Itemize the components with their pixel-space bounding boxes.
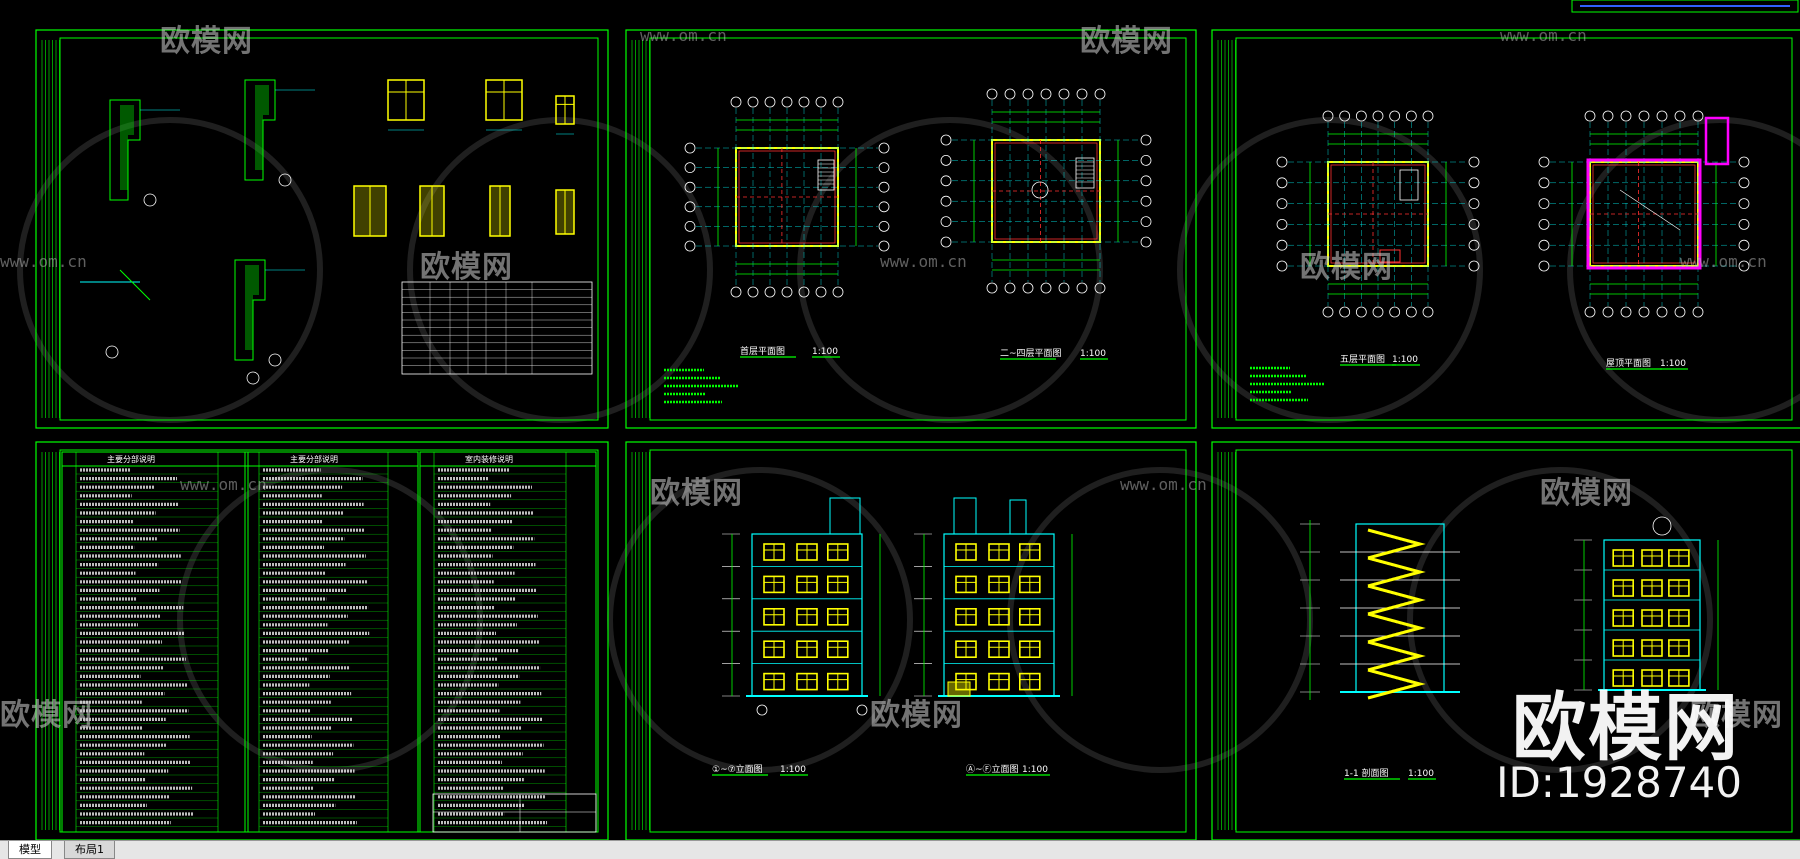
sheet-title-label: 屋顶平面图	[1606, 358, 1651, 369]
watermark-logo: 欧模网	[870, 698, 963, 733]
drawing-sheet	[35, 29, 609, 429]
watermark-id: ID:1928740	[1496, 758, 1742, 807]
sheet-title-label: 1-1 剖面图	[1344, 767, 1389, 779]
sheet-title-label: ①~⑦立面图	[712, 763, 763, 775]
notes-column-heading: 室内装修说明	[465, 454, 513, 464]
watermark-circle	[177, 467, 483, 773]
sheet-title-label: 首层平面图	[740, 345, 785, 357]
notes-column-heading: 主要分部说明	[290, 454, 338, 464]
sheet-title-label: Ⓐ~Ⓕ立面图	[966, 763, 1019, 775]
sheet-title-label: 五层平面图	[1340, 354, 1385, 365]
floor-plan	[684, 96, 890, 298]
drawing-sheet	[625, 29, 1197, 429]
watermark-url: www.om.cn	[180, 475, 267, 494]
watermark-url: www.om.cn	[0, 252, 87, 271]
watermark-url: www.om.cn	[1120, 475, 1207, 494]
cad-drawing: 主要分部说明 主要分部说明 室内装修说明 首层平面图 1:100 二~四层平面图 1:100…	[17, 0, 1800, 840]
floor-plan	[1538, 110, 1750, 318]
watermark-brand-large: 欧模网	[1512, 685, 1740, 771]
sheet-title-label: 1:100	[780, 765, 806, 775]
floor-plan	[940, 88, 1152, 294]
watermark-circle	[607, 467, 913, 773]
watermark-url: www.om.cn	[640, 26, 727, 45]
notes-column-heading: 主要分部说明	[107, 454, 155, 464]
elevation-drawing	[1574, 539, 1719, 691]
drawing-sheet	[35, 441, 609, 840]
watermark-url: www.om.cn	[880, 252, 967, 271]
watermark-logo: 欧模网	[1300, 250, 1393, 285]
model-space-viewport[interactable]: 主要分部说明 主要分部说明 室内装修说明 首层平面图 1:100 二~四层平面图 1:100…	[0, 0, 1800, 840]
drawing-sheet	[625, 441, 1197, 840]
watermark-url: www.om.cn	[1680, 252, 1767, 271]
watermark-logo: 欧模网	[160, 24, 253, 59]
sheet-title-label: 1:100	[1080, 349, 1106, 359]
watermark-circle	[1407, 467, 1713, 773]
details-sheet	[80, 79, 593, 385]
notes-sheet: 主要分部说明 主要分部说明 室内装修说明	[61, 451, 597, 833]
watermark-url: www.om.cn	[1500, 26, 1587, 45]
tab-model[interactable]: 模型	[8, 841, 52, 859]
sheet-title-label: 1:100	[1022, 765, 1048, 775]
floor-plan	[1276, 110, 1480, 318]
section-drawing	[1300, 520, 1460, 700]
sheet-title-label: 1:100	[1660, 359, 1686, 369]
elevation-drawing	[914, 533, 1073, 697]
sheet-title-label: 二~四层平面图	[1000, 348, 1062, 359]
drawing-sheet	[1211, 441, 1800, 840]
watermark-logo: 欧模网	[0, 698, 93, 733]
sheet-title-label: 1:100	[1408, 769, 1434, 779]
watermark-circle	[1007, 467, 1313, 773]
layout-tab-bar: 模型 布局1	[0, 840, 1800, 859]
watermark-logo: 欧模网	[650, 476, 743, 511]
watermark-logo: 欧模网	[1540, 476, 1633, 511]
elevation-drawing	[722, 533, 881, 697]
watermark-logo: 欧模网	[420, 250, 513, 285]
tab-layout1[interactable]: 布局1	[64, 841, 115, 859]
sheet-title-label: 1:100	[1392, 355, 1418, 365]
drawing-sheet	[1211, 29, 1800, 429]
watermark-logo: 欧模网	[1080, 24, 1173, 59]
sheet-title-label: 1:100	[812, 347, 838, 357]
watermark-logo: 欧模网	[1690, 698, 1783, 733]
